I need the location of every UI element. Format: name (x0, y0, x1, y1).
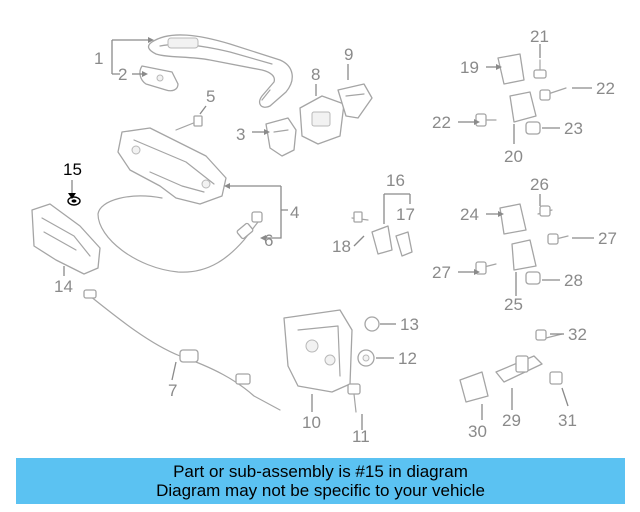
part-12-nut (357, 349, 375, 367)
callout-2: 2 (118, 65, 127, 84)
callout-22a: 22 (432, 113, 451, 132)
part-13-cap (364, 316, 380, 332)
part-2-handle-gasket (139, 65, 179, 92)
callout-32: 32 (568, 325, 587, 344)
callout-30: 30 (468, 422, 487, 441)
part-1-outer-handle (147, 34, 293, 108)
callout-13: 13 (400, 315, 419, 334)
banner-line-2: Diagram may not be specific to your vehi… (156, 481, 485, 500)
callout-12: 12 (398, 349, 417, 368)
callout-labels: 1 2 3 4 5 6 7 8 9 10 11 12 13 14 15 16 1… (54, 27, 617, 446)
exploded-view-svg: 1 2 3 4 5 6 7 8 9 10 11 12 13 14 15 16 1… (31, 27, 617, 446)
callout-23: 23 (564, 119, 583, 138)
callout-10: 10 (302, 413, 321, 432)
callout-3: 3 (236, 125, 245, 144)
callout-18: 18 (332, 237, 351, 256)
parts-diagram: 1 2 3 4 5 6 7 8 9 10 11 12 13 14 15 16 1… (31, 27, 617, 446)
part-11-screw (347, 383, 361, 413)
callout-31: 31 (558, 411, 577, 430)
callout-11: 11 (352, 427, 370, 446)
part-14-inner-handle (31, 203, 101, 275)
callout-26: 26 (530, 175, 549, 194)
part-16-17-18-assembly (351, 211, 413, 257)
callout-29: 29 (502, 411, 521, 430)
banner-line-1: Part or sub-assembly is #15 in diagram (173, 462, 468, 481)
callout-27b: 27 (432, 263, 451, 282)
callout-1: 1 (94, 49, 103, 68)
callout-15: 15 (63, 160, 82, 179)
callout-24: 24 (460, 205, 479, 224)
callout-16: 16 (386, 171, 405, 190)
callout-8: 8 (311, 65, 320, 84)
part-8-bracket (299, 95, 345, 145)
callout-20: 20 (504, 147, 523, 166)
callout-4: 4 (290, 203, 299, 222)
callout-27a: 27 (598, 229, 617, 248)
callout-22b: 22 (596, 79, 615, 98)
callout-7: 7 (168, 381, 177, 400)
part-6-cable (97, 195, 263, 273)
part-7-cable (83, 289, 281, 411)
info-banner: Part or sub-assembly is #15 in diagram D… (16, 458, 625, 504)
part-9-cap (337, 83, 373, 119)
callout-6: 6 (264, 231, 273, 250)
part-3-trim (265, 117, 297, 157)
part-15-clip (67, 196, 81, 206)
part-4-handle-frame (117, 127, 227, 205)
callout-5: 5 (206, 87, 215, 106)
part-5-screw (175, 115, 203, 131)
callout-25: 25 (504, 295, 523, 314)
upper-hinge-assembly (475, 53, 567, 135)
callout-28: 28 (564, 271, 583, 290)
callout-9: 9 (344, 45, 353, 64)
leader-lines (63, 39, 594, 430)
callout-19: 19 (460, 58, 479, 77)
callout-14: 14 (54, 277, 73, 296)
door-check-assembly (459, 329, 563, 403)
arrowheads (68, 37, 504, 275)
part-10-latch (283, 309, 353, 393)
lower-hinge-assembly (475, 203, 569, 285)
callout-17: 17 (396, 205, 415, 224)
callout-21: 21 (530, 27, 549, 46)
